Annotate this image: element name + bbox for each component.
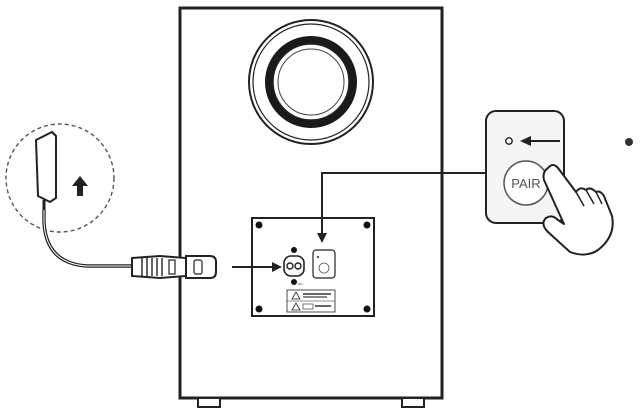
panel-screw	[255, 305, 263, 313]
rear-pair-button	[318, 262, 330, 274]
up-arrow-icon	[72, 176, 88, 196]
cabinet-foot-right	[401, 397, 425, 408]
ac-power-inlet: AC~	[283, 247, 305, 286]
pair-button-icon: PAIR	[503, 160, 549, 206]
ac-label: AC~	[298, 282, 304, 286]
pair-callout-connector	[317, 172, 486, 243]
panel-screw	[363, 221, 371, 229]
wall-socket-plug-icon	[34, 130, 57, 210]
marker-dot	[625, 138, 633, 146]
panel-screw	[363, 305, 371, 313]
rear-button-area	[312, 249, 336, 279]
woofer-icon	[248, 19, 374, 145]
pair-button-label: PAIR	[511, 176, 540, 191]
warning-triangle-icon	[291, 302, 301, 311]
rating-label	[286, 289, 336, 313]
pointing-hand-icon	[542, 164, 614, 256]
power-cord-icon	[42, 210, 217, 280]
cabinet-foot-left	[197, 397, 221, 408]
panel-screw	[255, 221, 263, 229]
wall-socket-callout	[5, 123, 115, 233]
led-indicator-icon	[505, 137, 513, 145]
warning-triangle-icon	[291, 291, 301, 300]
pair-button-callout: PAIR	[485, 110, 565, 224]
arrow-plug-to-inlet	[232, 262, 282, 272]
